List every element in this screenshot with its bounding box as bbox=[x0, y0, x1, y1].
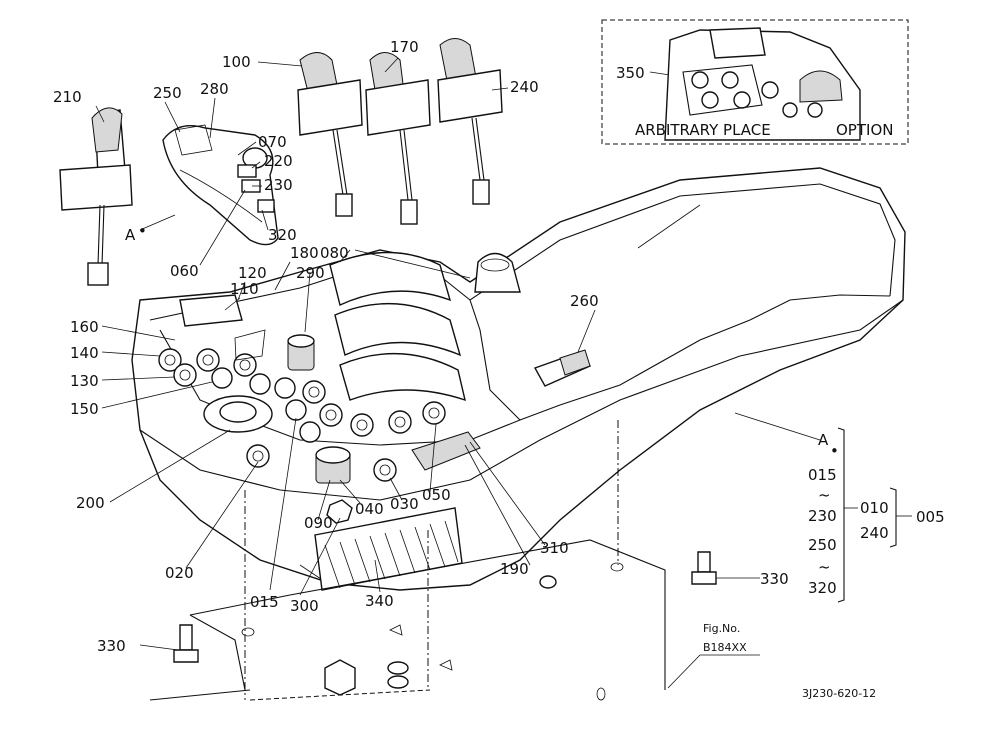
callout-040: 040 bbox=[355, 500, 384, 518]
option-inset: 350 ARBITRARY PLACE OPTION bbox=[601, 19, 909, 145]
callout-130: 130 bbox=[70, 372, 99, 390]
callout-330-left: 330 bbox=[97, 637, 126, 655]
figure-number: Fig.No. B184XX 3J230-620-12 bbox=[667, 622, 876, 700]
drawing-id: 3J230-620-12 bbox=[802, 687, 876, 700]
callout-190: 190 bbox=[500, 560, 529, 578]
legend-ref-a: A bbox=[818, 431, 829, 449]
callout-140: 140 bbox=[70, 344, 99, 362]
legend-240: 240 bbox=[860, 524, 889, 542]
legend-015: 015 bbox=[808, 466, 837, 484]
legend-250: 250 bbox=[808, 536, 837, 554]
callout-110: 110 bbox=[230, 280, 259, 298]
joystick-240 bbox=[437, 38, 503, 205]
console-body bbox=[131, 167, 906, 591]
callout-120: 120 bbox=[238, 264, 267, 282]
callout-330-right: 330 bbox=[760, 570, 789, 588]
callout-320: 320 bbox=[268, 226, 297, 244]
legend-320: 320 bbox=[808, 579, 837, 597]
joystick-100 bbox=[297, 52, 363, 217]
callout-240: 240 bbox=[510, 78, 539, 96]
legend-dot: • bbox=[830, 442, 839, 460]
callout-290: 290 bbox=[296, 264, 325, 282]
callout-ref-a: A bbox=[125, 226, 136, 244]
inset-caption-arbitrary-place: ARBITRARY PLACE bbox=[635, 121, 771, 139]
fig-no-value: B184XX bbox=[703, 641, 747, 654]
callout-070: 070 bbox=[258, 133, 287, 151]
callout-210: 210 bbox=[53, 88, 82, 106]
callout-080: 080 bbox=[320, 244, 349, 262]
callout-310: 310 bbox=[540, 539, 569, 557]
callout-160: 160 bbox=[70, 318, 99, 336]
fig-no-label: Fig.No. bbox=[703, 622, 740, 635]
callout-300: 300 bbox=[290, 597, 319, 615]
callout-200: 200 bbox=[76, 494, 105, 512]
callout-090: 090 bbox=[304, 514, 333, 532]
legend-230: 230 bbox=[808, 507, 837, 525]
callout-015: 015 bbox=[250, 593, 279, 611]
side-panel bbox=[162, 124, 279, 246]
callout-100: 100 bbox=[222, 53, 251, 71]
callout-250: 250 bbox=[153, 84, 182, 102]
callout-180: 180 bbox=[290, 244, 319, 262]
callout-060: 060 bbox=[170, 262, 199, 280]
legend-005: 005 bbox=[916, 508, 945, 526]
callout-340: 340 bbox=[365, 592, 394, 610]
joystick-210 bbox=[59, 107, 133, 286]
legend-010: 010 bbox=[860, 499, 889, 517]
callout-050: 050 bbox=[422, 486, 451, 504]
callout-220: 220 bbox=[264, 152, 293, 170]
callout-020: 020 bbox=[165, 564, 194, 582]
mounting-plate bbox=[149, 420, 717, 701]
callout-260: 260 bbox=[570, 292, 599, 310]
callouts: 100 170 240 210 250 280 070 220 230 320 … bbox=[53, 38, 789, 655]
joystick-170 bbox=[365, 52, 431, 225]
legend-tilde-1: ~ bbox=[818, 486, 831, 504]
label-350: 350 bbox=[616, 64, 645, 82]
callout-ref-a-dot: • bbox=[138, 222, 147, 240]
assembly-legend: A • 015 ~ 230 250 ~ 320 010 240 005 bbox=[808, 427, 945, 603]
inset-caption-option: OPTION bbox=[836, 121, 893, 139]
callout-280: 280 bbox=[200, 80, 229, 98]
callout-230: 230 bbox=[264, 176, 293, 194]
callout-170: 170 bbox=[390, 38, 419, 56]
legend-tilde-2: ~ bbox=[818, 558, 831, 576]
callout-150: 150 bbox=[70, 400, 99, 418]
callout-030: 030 bbox=[390, 495, 419, 513]
